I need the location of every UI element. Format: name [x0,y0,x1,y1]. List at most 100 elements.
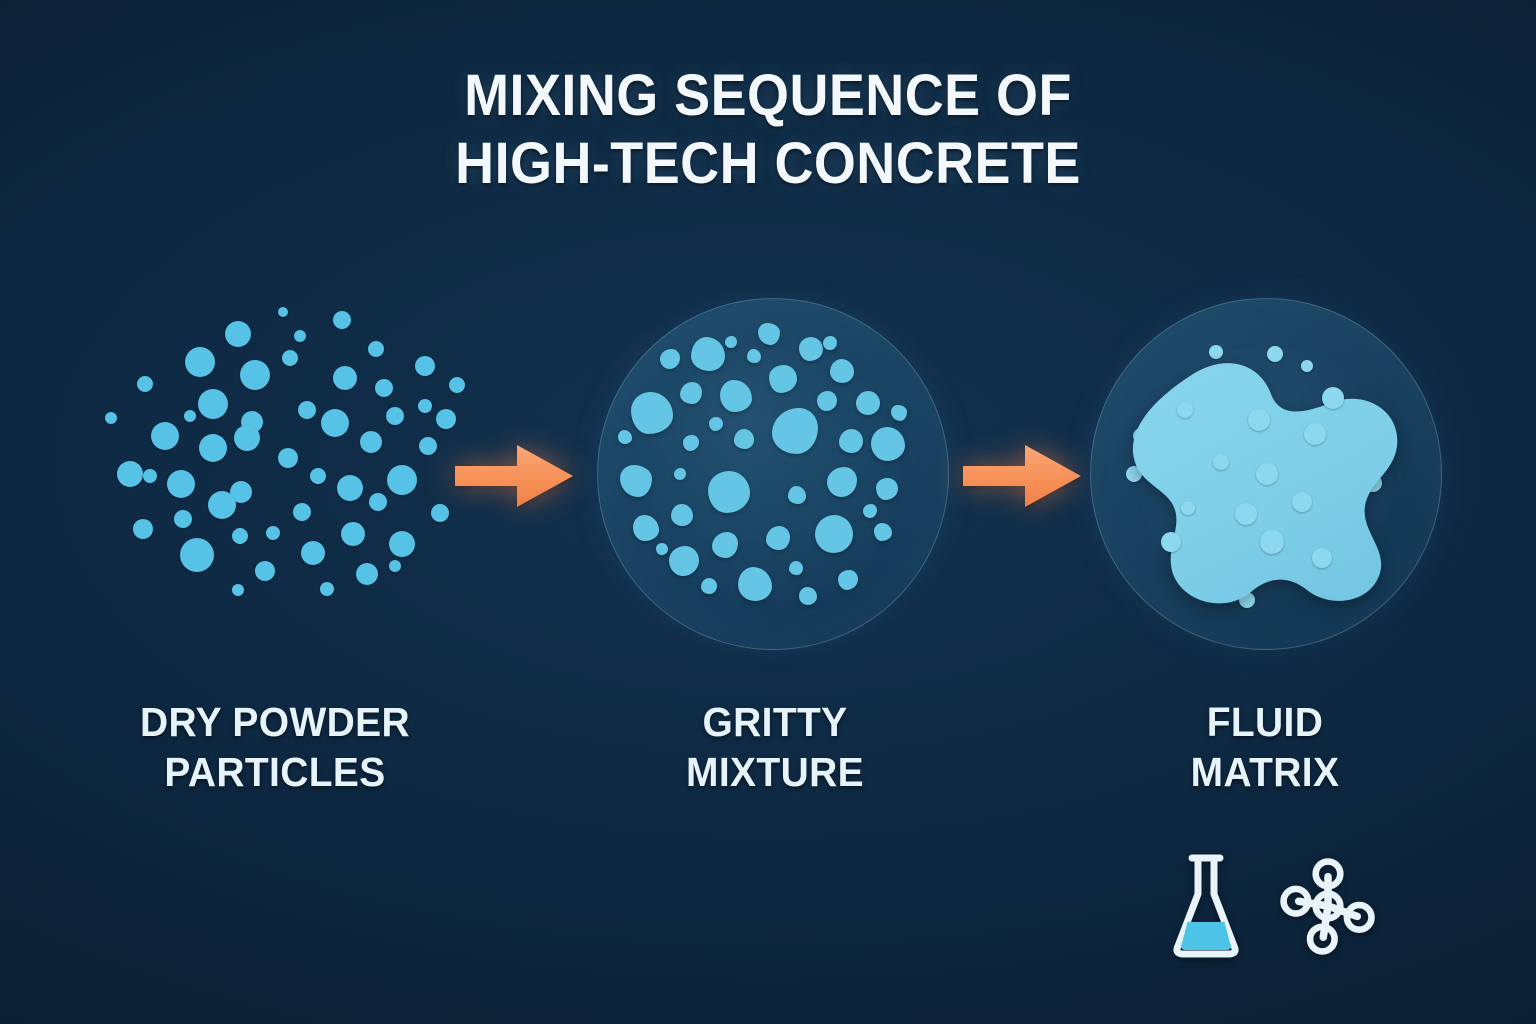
particle-dot [310,468,326,484]
particle-blob [683,435,699,451]
particle-blob [674,468,686,480]
stage-2-label-line-2: MIXTURE [686,749,864,796]
particle-dot [1177,402,1193,418]
particle-dot [294,330,306,342]
particle-blob [758,323,780,345]
particle-blob [656,543,668,555]
particle-dot [415,356,435,376]
particle-dot [278,448,298,468]
particle-blob [823,336,837,350]
particle-blob [772,408,818,454]
particle-dot [1235,503,1257,525]
particle-blob [660,349,680,369]
fluid-matrix-visual [1085,296,1445,656]
stage-gritty-mixture [592,296,952,656]
particle-dot [234,425,260,451]
particle-blob [856,391,880,415]
particle-dot [1256,463,1278,485]
particle-dot [105,412,117,424]
particle-dot [1213,454,1229,470]
particle-blob [827,467,857,497]
particle-blob [708,471,750,513]
particle-dot [360,431,382,453]
particle-dot [255,561,275,581]
stage-label-fluid-matrix: FLUID MATRIX [1050,697,1480,797]
particle-blob [709,417,723,431]
stage-fluid-matrix [1085,296,1445,656]
arrow-right-icon-1 [455,443,573,509]
particle-dot [1209,345,1223,359]
particle-dot [1292,492,1312,512]
particle-dot [184,410,196,422]
particle-dot [449,377,465,393]
particle-blob [874,523,892,541]
particle-blob [738,567,772,601]
particle-blob [631,392,673,434]
particle-blob [671,504,693,526]
particle-dot [185,347,215,377]
particle-blob [817,391,837,411]
particle-dot [1322,387,1344,409]
particle-dot [389,560,401,572]
particle-blob [701,578,717,594]
particle-dot [240,360,270,390]
particle-dot [167,470,195,498]
particle-dot [1181,501,1195,515]
particle-dot [431,504,449,522]
particle-dot [199,434,227,462]
particle-dot [232,528,248,544]
page-title: MIXING SEQUENCE OF HIGH-TECH CONCRETE [0,62,1536,199]
particle-dot [117,461,143,487]
particle-blob [669,546,699,576]
particle-dot [341,522,365,546]
particle-dot [321,409,349,437]
particle-dot [387,465,417,495]
particle-dot [198,389,228,419]
particle-dot [375,379,393,397]
particle-blob [815,515,853,553]
particle-blob [876,478,898,500]
particle-blob [766,526,790,550]
stage-3-label-line-2: MATRIX [1190,749,1340,796]
particle-dot [225,321,251,347]
stage-dry-powder-particles [95,296,465,656]
particle-dot [174,510,192,528]
particle-dot [436,409,456,429]
icon-row [1168,843,1388,973]
gritty-mixture-visual [592,296,952,656]
particle-dot [232,584,244,596]
particle-dot [1260,530,1284,554]
particle-dot [1301,360,1313,372]
particle-blob [863,504,877,518]
particle-blob [789,561,803,575]
particle-dot [418,399,432,413]
particle-dot [368,341,384,357]
particle-blob [799,337,823,361]
particle-dot [369,493,387,511]
particle-dot [298,401,316,419]
molecule-icon [1276,854,1380,963]
particle-dot [419,437,437,455]
particle-dot [1248,409,1270,431]
stage-3-label-line-1: FLUID [1206,699,1324,745]
particle-dot [320,582,334,596]
title-line-2: HIGH-TECH CONCRETE [455,131,1081,197]
particle-blob [839,429,863,453]
particle-blob [712,532,738,558]
particle-dot [208,491,236,519]
particle-blob [725,336,737,348]
particle-blob [618,430,632,444]
particle-dot [180,538,214,572]
particle-dot [282,350,298,366]
gritty-blob-cluster [592,296,952,656]
stage-1-label-line-1: DRY POWDER [139,699,410,745]
particle-blob [788,486,806,504]
particle-dot [1267,346,1283,362]
stage-2-label-line-1: GRITTY [702,699,848,745]
particle-blob [633,515,659,541]
particle-blob [734,429,754,449]
particle-dot [1126,466,1142,482]
stage-label-dry-powder-particles: DRY POWDER PARTICLES [60,697,490,797]
particle-dot [301,541,325,565]
